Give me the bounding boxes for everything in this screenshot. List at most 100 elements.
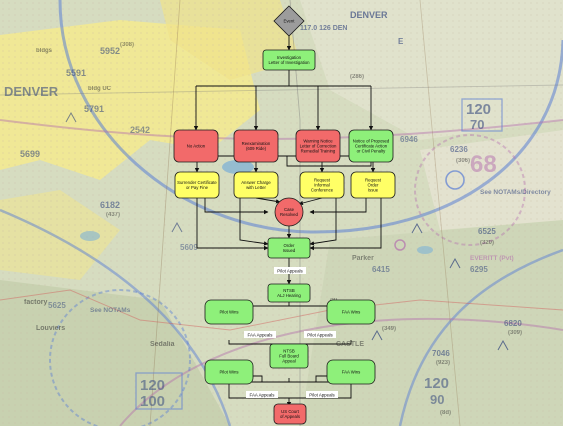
map-label-90: 90 [430,392,444,407]
edge-orderissue-resolved [309,198,367,215]
map-label-ctaf: E [398,37,404,46]
node-text-line: Appeal [282,358,295,363]
map-label-306: (306) [456,158,470,164]
map-label-5609: 5609 [180,243,198,252]
node-text-line: Notice of Proposed [353,139,390,144]
map-label-286: (286) [350,74,364,80]
map-label-5625: 5625 [48,301,66,310]
map-label-denver-left: DENVER [4,84,59,99]
map-label-5791: 5791 [84,104,104,114]
faa-wins-1-node-text: FAA Wins [342,310,361,315]
edge-surrender-resolved [204,198,269,215]
edge-informal-orderissued [309,198,337,246]
edge-labels: Pilot Appeals FAA Appeals Pilot Appeals … [244,267,338,398]
map-label-349: (349) [382,326,396,332]
order-issued-node [267,237,311,259]
edge-orderissue-orderissued [309,198,382,251]
faa-wins-2-node-text: FAA Wins [342,370,361,375]
edge-answer-resolved [255,197,281,204]
node-text-line: Issue [368,187,379,192]
ntsb-full-board-node [269,343,309,369]
node-text-line: US Court [281,409,299,414]
node-text-line: Reexamination [242,141,271,146]
reexamination-node [233,129,279,163]
pilot-wins-1-node [204,299,254,325]
no-action-node [173,129,219,163]
edge-surrender-orderissued [196,198,269,251]
map-label-6236: 6236 [450,145,468,154]
notice-proposed-node [348,129,394,163]
map-label-8d: (8d) [440,410,451,416]
node-text-line: Request [365,178,382,183]
map-label-6525: 6525 [478,227,496,236]
map-label-923: (923) [436,360,450,366]
node-text-line: Remedial Training [301,148,336,153]
node-text-line: Letter of Correction [300,144,337,149]
pilot-wins-2-node [204,359,254,385]
warning-notice-node [295,129,341,163]
node-text-line: with Letter [246,185,266,190]
node-text-line: Resolved [280,212,299,217]
map-label-5591: 5591 [66,68,86,78]
map-label-bldg-uc: bldg UC [88,86,112,92]
map-label-120-b: 120 [140,377,165,394]
map-label-notam: See NOTAMs/Directory [480,189,551,196]
map-label-68: 68 [470,151,497,178]
node-text-line: Issued [283,248,296,253]
case-resolved-node [274,197,304,227]
map-label-sedalia: Sedalia [150,341,175,348]
map-label-6415: 6415 [372,265,390,274]
map-label-308: (308) [120,42,134,48]
map-label-6182: 6182 [100,200,120,210]
order-issue-node [350,171,396,199]
map-label-2542: 2542 [130,125,150,135]
edge-label-faa-appeals-1: FAA Appeals [248,333,274,338]
us-court-node [273,403,307,425]
map-label-bldgs: bldgs [36,48,53,54]
surrender-node [174,171,220,199]
map-label-castle: CASTLE [336,341,364,348]
edge-answer-orderissued [239,198,269,246]
map-label-parker: Parker [352,255,374,262]
edge-label-pilot-appeals-1: Pilot Appeals [277,269,303,274]
informal-conference-node [299,171,345,199]
map-label-coord: 117.0 126 DEN [300,25,347,32]
map-label-437: (437) [106,212,120,218]
node-text-line: Answer Charge [241,180,271,185]
node-text-line: Surrender Certificate [177,180,217,185]
edge-faawins1-down [228,340,289,345]
node-text-line: Pilot Wins [219,310,238,315]
edge-label-pilot-appeals-3: Pilot Appeals [309,393,335,398]
node-text-line: Order [368,183,380,188]
map-label-320: (320) [480,240,494,246]
node-text-line: Request [314,178,331,183]
map-label-120-a: 120 [466,101,491,118]
map-label-denver-upper: DENVER [350,10,388,20]
edge-pilotwins1-down [289,340,352,345]
node-text-line: Pilot Wins [219,370,238,375]
answer-charge-node [233,171,279,199]
reexamination-node-text: Reexamination(609 Ride) [242,141,271,151]
map-label-notam-2: See NOTAMs [90,307,131,314]
edge-notice-down [286,156,372,167]
node-text-line: Case [284,207,295,212]
map-label-5699: 5699 [20,149,40,159]
faa-wins-1-node [326,299,376,325]
investigation-node [262,49,316,71]
node-text-line: No Action [187,144,206,149]
node-text-line: Warning Notice [303,139,333,144]
node-text-line: Letter of Investigation [268,60,310,65]
map-label-100: 100 [140,393,165,410]
map-label-6295: 6295 [470,265,488,274]
event-node-text: Event [284,19,296,24]
